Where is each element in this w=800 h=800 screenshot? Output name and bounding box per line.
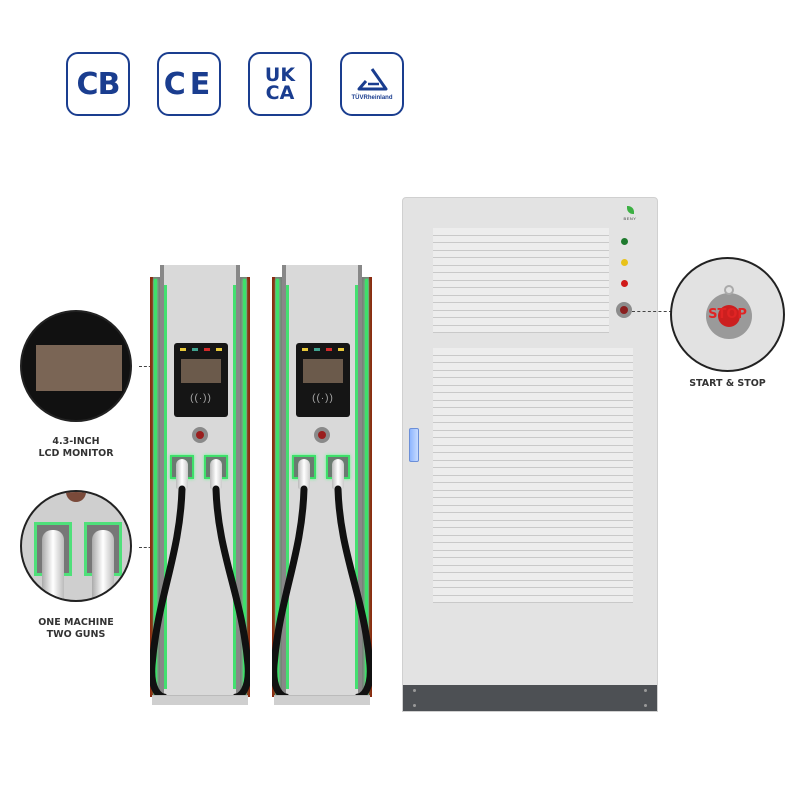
charging-gun-left[interactable] bbox=[176, 459, 188, 489]
inner-accent-left bbox=[164, 285, 167, 689]
inner-accent-right bbox=[355, 285, 358, 689]
ukca-certification-badge: UK CA bbox=[248, 52, 312, 116]
guns-callout-label: ONE MACHINE TWO GUNS bbox=[20, 617, 132, 641]
cabinet-stop-button[interactable] bbox=[616, 302, 632, 318]
lcd-screen bbox=[181, 359, 221, 383]
indicator-light-red bbox=[621, 280, 628, 287]
display-panel: ((·)) bbox=[174, 343, 228, 417]
door-handle[interactable] bbox=[409, 428, 419, 462]
charging-gun-left[interactable] bbox=[298, 459, 310, 489]
guns-callout-line1: ONE MACHINE bbox=[38, 617, 114, 628]
ce-certification-badge: CE bbox=[157, 52, 221, 116]
status-led-2 bbox=[192, 348, 198, 351]
guns-callout-circle bbox=[20, 490, 132, 602]
tuv-label: TÜVRheinland bbox=[351, 95, 393, 101]
ukca-line2: CA bbox=[265, 82, 295, 104]
charger-pillar-2: ((·)) bbox=[272, 265, 372, 705]
nfc-reader-icon[interactable]: ((·)) bbox=[190, 393, 212, 404]
charging-cables-icon bbox=[272, 485, 372, 701]
cb-certification-badge: CB bbox=[66, 52, 130, 116]
status-led-4 bbox=[338, 348, 344, 351]
indicator-light-green bbox=[621, 238, 628, 245]
stop-callout-circle: STOP bbox=[670, 257, 785, 372]
lcd-callout-line1: 4.3-INCH bbox=[52, 436, 100, 447]
stop-button-loop bbox=[724, 285, 734, 295]
pillar-body bbox=[160, 265, 240, 697]
lcd-callout-label: 4.3-INCH LCD MONITOR bbox=[20, 436, 132, 460]
accent-strip-left bbox=[154, 279, 157, 695]
accent-strip-right bbox=[243, 279, 246, 695]
charging-cables-icon bbox=[150, 485, 250, 701]
pillar-body bbox=[282, 265, 362, 697]
pillar-base bbox=[152, 695, 248, 705]
stop-button-text: STOP bbox=[708, 307, 747, 322]
tuv-triangle-icon bbox=[357, 68, 388, 91]
status-led-2 bbox=[314, 348, 320, 351]
status-led-3 bbox=[204, 348, 210, 351]
gun-handle-right bbox=[92, 530, 114, 600]
lcd-screen bbox=[303, 359, 343, 383]
gun-handle-left bbox=[42, 530, 64, 600]
tuv-certification-badge: TÜVRheinland bbox=[340, 52, 404, 116]
charging-gun-right[interactable] bbox=[210, 459, 222, 489]
status-led-3 bbox=[326, 348, 332, 351]
accent-strip-left bbox=[276, 279, 279, 695]
ukca-line1: UK bbox=[264, 64, 296, 86]
leaf-icon bbox=[626, 206, 634, 214]
cabinet-plinth bbox=[403, 685, 657, 711]
status-led-1 bbox=[180, 348, 186, 351]
indicator-light-yellow bbox=[621, 259, 628, 266]
emergency-stop-button[interactable] bbox=[192, 427, 208, 443]
stop-button-cap bbox=[718, 305, 740, 327]
lcd-callout-circle bbox=[20, 310, 132, 422]
charger-pillar-1: ((·)) bbox=[150, 265, 250, 705]
stop-button-fragment bbox=[66, 492, 86, 502]
status-led-1 bbox=[302, 348, 308, 351]
guns-callout-line2: TWO GUNS bbox=[46, 629, 106, 640]
accent-strip-right bbox=[365, 279, 368, 695]
inner-accent-right bbox=[233, 285, 236, 689]
cb-label: CB bbox=[76, 66, 121, 102]
charging-gun-right[interactable] bbox=[332, 459, 344, 489]
stop-button-bezel bbox=[706, 293, 752, 339]
brand-wordmark: BENY bbox=[623, 216, 637, 221]
display-panel: ((·)) bbox=[296, 343, 350, 417]
vent-louvers-upper bbox=[433, 228, 609, 342]
emergency-stop-button[interactable] bbox=[314, 427, 330, 443]
stop-callout-leader bbox=[632, 311, 672, 312]
nfc-reader-icon[interactable]: ((·)) bbox=[312, 393, 334, 404]
brand-logo: BENY bbox=[613, 206, 647, 221]
status-led-4 bbox=[216, 348, 222, 351]
stop-callout-label: START & STOP bbox=[689, 378, 766, 389]
vent-louvers-lower bbox=[433, 348, 633, 638]
inner-accent-left bbox=[286, 285, 289, 689]
lcd-zoom-screen bbox=[36, 345, 122, 391]
pillar-base bbox=[274, 695, 370, 705]
lcd-callout-line2: LCD MONITOR bbox=[38, 448, 114, 459]
power-cabinet: BENY bbox=[402, 197, 658, 712]
ce-label: CE bbox=[163, 66, 215, 102]
